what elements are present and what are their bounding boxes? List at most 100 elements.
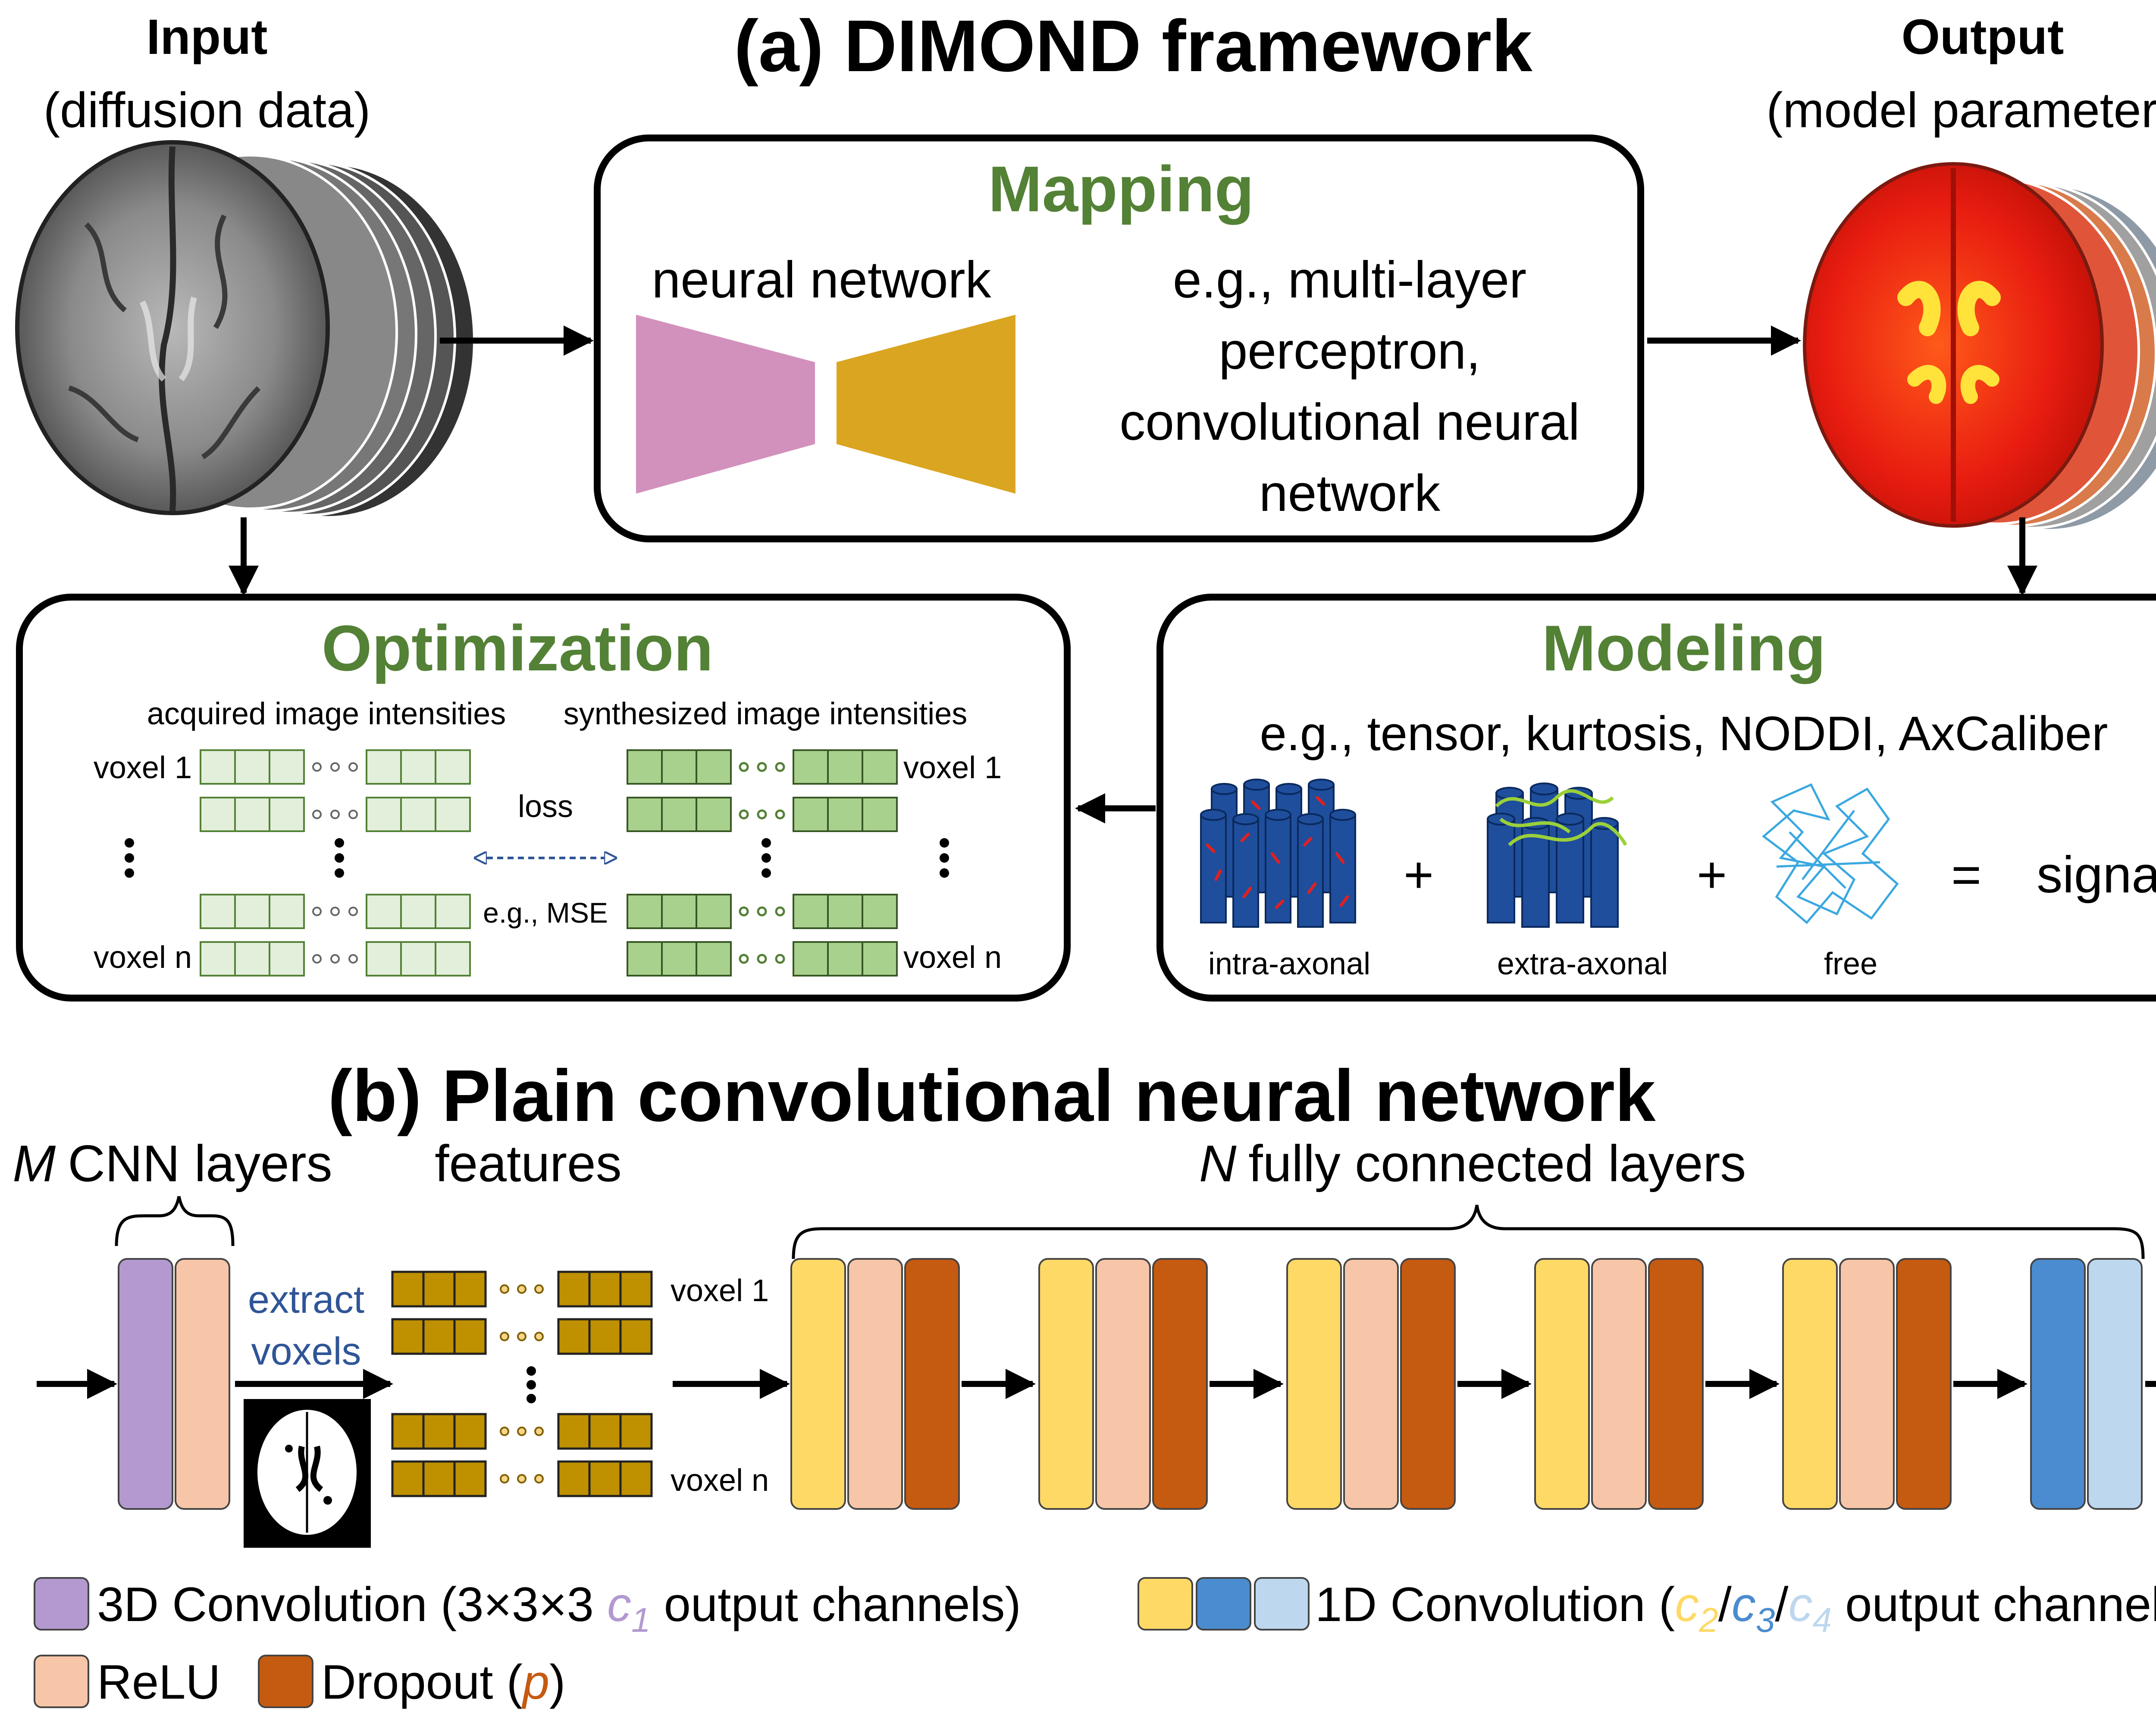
modeling-box: Modeling e.g., tensor, kurtosis, NODDI, …	[1156, 594, 2156, 1002]
legend-swatch-relu	[34, 1655, 89, 1708]
legend-c3-sub: 3	[1756, 1601, 1775, 1639]
feature-voxel-n: voxel n	[671, 1463, 769, 1498]
legend-c2: c	[1675, 1578, 1699, 1631]
legend-swatch-conv1d-yellow	[1138, 1577, 1193, 1631]
n-symbol: N	[1199, 1135, 1237, 1193]
cnn-layers-label: CNN layers	[68, 1135, 332, 1193]
relu-layer-cnn	[175, 1258, 230, 1510]
input-title: Input	[147, 9, 268, 65]
fc-brace	[792, 1205, 2145, 1259]
legend-conv1d-suffix: output channels)	[1832, 1578, 2156, 1631]
loss-example: e.g., MSE	[483, 897, 608, 929]
fc-layers-label: fully connected layers	[1248, 1135, 1746, 1193]
extra-axonal-illustration	[1487, 782, 1627, 928]
free-water-illustration	[1762, 783, 1899, 924]
intra-axonal-label: intra-axonal	[1208, 947, 1370, 981]
modeling-signal: signal	[2037, 846, 2156, 904]
fc-group-5	[1782, 1258, 1952, 1510]
loss-label: loss	[518, 789, 573, 824]
legend-c4: c	[1788, 1578, 1812, 1631]
extract-label-2: voxels	[251, 1330, 361, 1373]
fc-dropout-layer	[1400, 1258, 1456, 1510]
cnn-brace	[115, 1196, 235, 1246]
legend-swatch-conv3d	[34, 1577, 89, 1631]
modeling-plus-1: +	[1404, 846, 1434, 904]
title-b: (b) Plain convolutional neural network	[328, 1055, 1656, 1137]
mapping-desc-line-1: e.g., multi-layer	[1173, 251, 1526, 309]
fc-relu-layer	[1591, 1258, 1647, 1510]
fc-dropout-layer	[1152, 1258, 1208, 1510]
optimization-title: Optimization	[322, 612, 713, 684]
fc-conv1d-blue-layer	[2030, 1258, 2086, 1510]
legend-dropout: Dropout (p)	[321, 1655, 565, 1709]
fc-group-1	[790, 1258, 960, 1510]
legend-dropout-suffix: )	[549, 1655, 565, 1709]
fc-conv1d-layer	[1782, 1258, 1838, 1510]
encoder-trapezoid	[636, 315, 815, 494]
synthesized-rows	[627, 749, 898, 977]
mapping-neural-network-label: neural network	[652, 251, 991, 309]
fc-relu-layer	[1343, 1258, 1399, 1510]
legend-swatch-conv1d-blue	[1196, 1577, 1251, 1631]
fc-relu-layer	[1095, 1258, 1151, 1510]
mapping-box: Mapping neural network e.g., multi-layer…	[594, 135, 1644, 542]
acquired-header: acquired image intensities	[147, 697, 506, 731]
fc-conv1d-light-blue-layer	[2087, 1258, 2143, 1510]
synthesized-ellipsis-dots	[739, 762, 785, 964]
legend-relu: ReLU	[97, 1655, 220, 1709]
mapping-desc-line-2: perceptron,	[1219, 322, 1480, 380]
modeling-title: Modeling	[1542, 612, 1826, 684]
legend-slash-2: /	[1775, 1578, 1789, 1631]
output-subtitle: (model parameters)	[1766, 83, 2156, 138]
feature-voxel-1: voxel 1	[671, 1274, 769, 1308]
feature-rows	[391, 1271, 653, 1497]
title-a: (a) DIMOND framework	[734, 5, 1532, 87]
optimization-box: Optimization acquired image intensities …	[16, 594, 1071, 1002]
conv3d-layer	[118, 1258, 173, 1510]
legend-c1: c	[607, 1578, 631, 1631]
fc-conv1d-layer	[1286, 1258, 1342, 1510]
opt-voxel-1-right: voxel 1	[903, 751, 1002, 785]
input-brain-stack	[15, 140, 476, 519]
decoder-trapezoid	[837, 315, 1015, 494]
features-heading: features	[435, 1135, 622, 1193]
acquired-rows	[200, 749, 471, 977]
opt-voxel-1-left: voxel 1	[94, 751, 192, 785]
m-symbol: M	[13, 1135, 56, 1193]
legend-c2-sub: 2	[1698, 1601, 1718, 1639]
mapping-desc-line-4: network	[1259, 464, 1441, 522]
brain-mask-image	[244, 1399, 371, 1548]
fc-output-group	[2030, 1258, 2143, 1510]
legend-c1-sub: 1	[631, 1601, 651, 1639]
fc-conv1d-layer	[1038, 1258, 1094, 1510]
legend-conv3d-prefix: 3D Convolution (3×3×3	[97, 1578, 607, 1631]
output-brain-stack	[1803, 162, 2156, 532]
legend-p: p	[521, 1655, 549, 1709]
fc-relu-layer	[847, 1258, 903, 1510]
legend-c4-sub: 4	[1812, 1601, 1832, 1639]
legend-c3: c	[1732, 1578, 1756, 1631]
output-title: Output	[1902, 9, 2064, 65]
legend: 3D Convolution (3×3×3 c1 output channels…	[34, 1577, 2156, 1709]
mapping-desc-line-3: convolutional neural	[1119, 393, 1579, 451]
legend-conv3d-suffix: output channels)	[651, 1578, 1021, 1631]
fc-relu-layer	[1839, 1258, 1895, 1510]
legend-swatch-dropout	[258, 1655, 313, 1708]
legend-conv1d-prefix: 1D Convolution (	[1315, 1578, 1675, 1631]
legend-conv1d: 1D Convolution (c2/c3/c4 output channels…	[1315, 1578, 2156, 1639]
fc-group-3	[1286, 1258, 1456, 1510]
mapping-title: Mapping	[988, 153, 1254, 225]
legend-slash-1: /	[1718, 1578, 1732, 1631]
fc-conv1d-layer	[790, 1258, 846, 1510]
vertical-ellipsis-dots	[125, 838, 949, 878]
fc-group-4	[1534, 1258, 1704, 1510]
legend-swatch-conv1d-light-blue	[1254, 1577, 1310, 1631]
fc-dropout-layer	[1648, 1258, 1704, 1510]
extra-axonal-label: extra-axonal	[1497, 947, 1668, 981]
fc-dropout-layer	[904, 1258, 960, 1510]
modeling-equals: =	[1951, 846, 1981, 904]
opt-voxel-n-left: voxel n	[94, 940, 192, 975]
